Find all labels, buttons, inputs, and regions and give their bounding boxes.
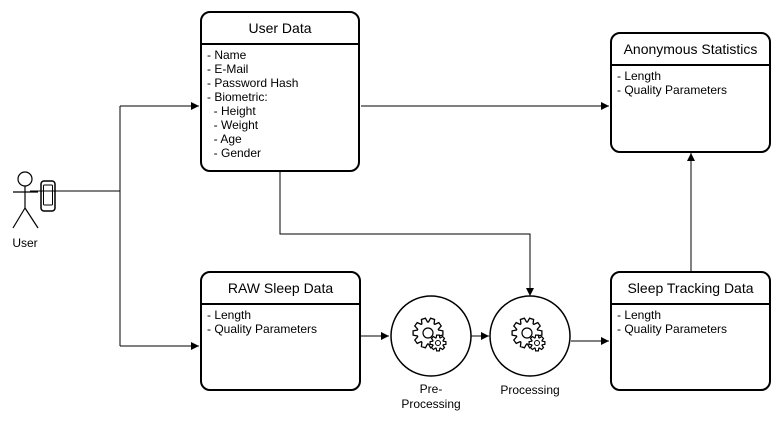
field-password-hash: - Password Hash xyxy=(207,76,299,90)
connector-lines xyxy=(30,102,695,350)
field-age: - Age xyxy=(207,132,242,146)
field-biometric: - Biometric: xyxy=(207,90,268,104)
field-quality-parameters: - Quality Parameters xyxy=(207,322,318,336)
preprocessing-gear-icon xyxy=(412,317,447,352)
raw-sleep-data-box: RAW Sleep Data - Length - Quality Parame… xyxy=(200,271,361,391)
gear-small-hub-shape xyxy=(435,340,441,346)
field-length: - Length xyxy=(617,308,662,322)
field-weight: - Weight xyxy=(207,118,259,132)
field-name: - Name xyxy=(207,48,247,62)
user-data-fields: - Name - E-Mail - Password Hash - Biomet… xyxy=(202,48,358,160)
field-height: - Height xyxy=(207,104,256,118)
sleep-tracking-data-title: Sleep Tracking Data xyxy=(612,273,769,305)
gear-small-hub-shape xyxy=(534,340,540,346)
processing-gear-icon xyxy=(511,317,546,352)
sleep-tracking-data-box: Sleep Tracking Data - Length - Quality P… xyxy=(610,271,771,391)
preprocessing-label: Pre- Processing xyxy=(401,382,461,411)
gear-hub-shape xyxy=(521,327,533,339)
processing-label: Processing xyxy=(500,383,560,397)
field-length: - Length xyxy=(207,308,252,322)
field-length: - Length xyxy=(617,69,662,83)
smartphone-icon xyxy=(40,180,56,212)
anonymous-statistics-title: Anonymous Statistics xyxy=(612,34,769,66)
field-quality-parameters: - Quality Parameters xyxy=(617,83,728,97)
field-email: - E-Mail xyxy=(207,62,249,76)
user-label: User xyxy=(12,236,38,250)
user-actor-icon xyxy=(12,171,39,229)
anonymous-statistics-fields: - Length - Quality Parameters xyxy=(612,69,769,97)
sleep-tracking-data-fields: - Length - Quality Parameters xyxy=(612,308,769,336)
anonymous-statistics-box: Anonymous Statistics - Length - Quality … xyxy=(610,32,771,153)
raw-sleep-data-title: RAW Sleep Data xyxy=(202,273,359,305)
field-quality-parameters: - Quality Parameters xyxy=(617,322,728,336)
field-gender: - Gender xyxy=(207,146,262,160)
gear-hub-shape xyxy=(422,327,434,339)
raw-sleep-data-fields: - Length - Quality Parameters xyxy=(202,308,359,336)
user-data-title: User Data xyxy=(202,13,358,45)
user-data-box: User Data - Name - E-Mail - Password Has… xyxy=(200,11,360,172)
